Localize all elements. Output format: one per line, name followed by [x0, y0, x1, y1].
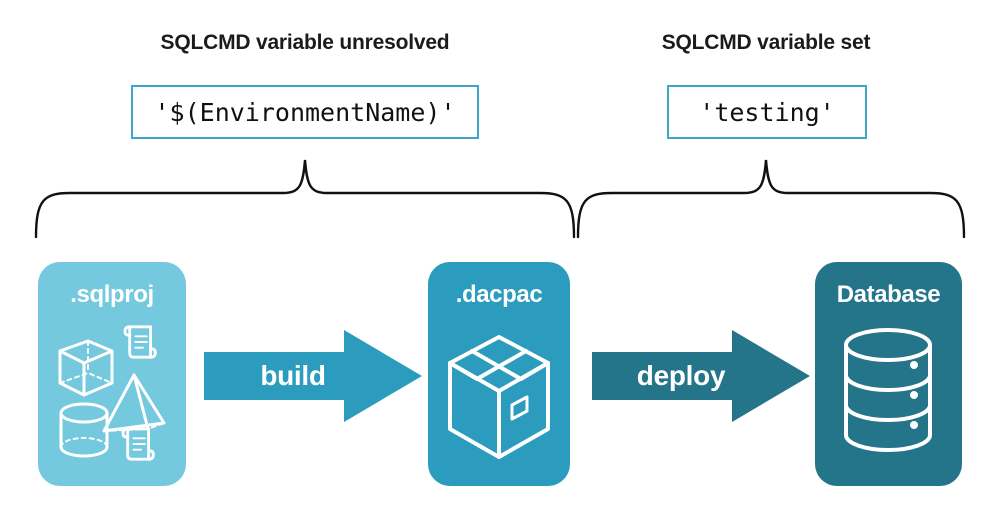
stage-label-database: Database	[836, 281, 941, 308]
arrow-deploy: deploy	[592, 330, 810, 422]
brace-left-icon	[34, 159, 576, 239]
stage-label-sqlproj: .sqlproj	[70, 281, 154, 308]
database-cylinder-icon	[844, 328, 932, 452]
arrow-build-shape	[204, 330, 422, 422]
code-value-text-set: 'testing'	[699, 97, 835, 127]
stage-box-sqlproj[interactable]: .sqlproj	[38, 262, 186, 486]
stage-box-dacpac[interactable]: .dacpac	[428, 262, 570, 486]
arrow-build: build	[204, 330, 422, 422]
group-heading-unresolved: SQLCMD variable unresolved	[160, 31, 450, 54]
stage-box-database[interactable]: Database	[815, 262, 962, 486]
project-shapes-icon	[58, 325, 166, 461]
arrow-deploy-shape	[592, 330, 810, 422]
code-value-text-unresolved: '$(EnvironmentName)'	[154, 97, 456, 127]
group-heading-set: SQLCMD variable set	[661, 31, 871, 54]
stage-label-dacpac: .dacpac	[455, 281, 543, 308]
code-value-box-set: 'testing'	[667, 85, 867, 139]
package-box-icon	[448, 335, 550, 459]
brace-right-icon	[576, 159, 966, 239]
code-value-box-unresolved: '$(EnvironmentName)'	[131, 85, 479, 139]
